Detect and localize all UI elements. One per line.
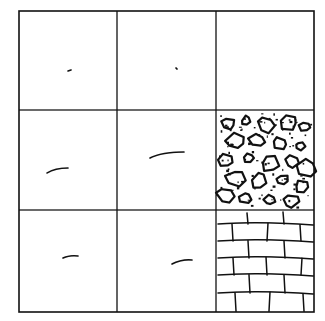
stone-speck: [261, 113, 263, 114]
stone-speck: [302, 181, 304, 183]
stone-speck: [288, 195, 290, 196]
stone-speck: [228, 160, 229, 162]
stone-speck: [256, 160, 258, 161]
cell-1-2-mark: [176, 68, 177, 69]
stone-speck: [296, 122, 297, 123]
stone-speck: [241, 181, 243, 183]
stone-speck: [243, 118, 246, 119]
stone-speck: [263, 142, 265, 144]
stone-speck: [225, 125, 227, 127]
stone-speck: [238, 181, 239, 183]
stone-speck: [261, 162, 264, 164]
stone-speck: [228, 152, 230, 154]
stone-speck: [271, 133, 273, 135]
stone-speck: [238, 171, 239, 173]
stone-speck: [293, 126, 294, 128]
stone-speck: [254, 127, 256, 128]
stone-speck: [231, 144, 233, 146]
stone-speck: [307, 195, 308, 196]
stone-speck: [310, 124, 312, 126]
stone-speck: [273, 113, 275, 115]
stone-speck: [288, 200, 290, 202]
stone-speck: [292, 145, 294, 146]
stone-speck: [289, 119, 291, 120]
stone-speck: [226, 170, 229, 172]
stone-speck: [275, 124, 277, 126]
stone-speck: [252, 183, 254, 184]
stone-speck: [281, 122, 284, 123]
stone-speck: [282, 169, 283, 171]
stone-speck: [276, 136, 278, 138]
stone-speck: [268, 163, 270, 165]
stone-speck: [280, 199, 281, 200]
stone-speck: [241, 129, 242, 130]
stone-speck: [221, 130, 223, 133]
stone-speck: [227, 142, 229, 144]
stone-speck: [293, 188, 295, 190]
stone-speck: [273, 186, 276, 188]
stone-speck: [244, 159, 246, 160]
stone-speck: [296, 207, 299, 209]
stone-speck: [247, 202, 249, 203]
stone-speck: [291, 137, 293, 139]
stone-texture: [216, 111, 316, 209]
stone-speck: [289, 133, 291, 135]
stone-speck: [252, 175, 254, 177]
stone-speck: [272, 199, 273, 201]
stone-speck: [276, 119, 278, 121]
stone-speck: [270, 190, 272, 191]
stone-speck: [254, 187, 255, 189]
stone-speck: [300, 176, 302, 177]
stone-speck: [265, 163, 267, 165]
stone-speck: [303, 163, 305, 165]
stone-speck: [230, 130, 232, 131]
stone-speck: [290, 121, 293, 123]
stone-speck: [260, 121, 263, 123]
stone-speck: [286, 179, 289, 180]
stone-speck: [239, 127, 242, 128]
stone-speck: [294, 184, 297, 186]
stone-speck: [302, 178, 305, 180]
stone-speck: [289, 146, 291, 147]
stone-speck: [264, 122, 265, 124]
stone-speck: [251, 205, 254, 207]
stone-speck: [269, 118, 271, 119]
stone-speck: [261, 194, 262, 196]
stone-speck: [259, 198, 261, 200]
stone-speck: [252, 151, 254, 153]
stone-speck: [242, 136, 243, 138]
stone-speck: [227, 155, 229, 156]
stone-speck: [237, 187, 239, 189]
stone-speck: [272, 169, 274, 171]
stone-speck: [222, 160, 224, 162]
stone-speck: [248, 143, 251, 146]
stone-speck: [272, 173, 274, 175]
stone-speck: [267, 135, 268, 138]
cell-1-1-mark: [68, 70, 71, 71]
stone-speck: [282, 180, 283, 181]
stone-speck: [248, 200, 251, 201]
stone-speck: [228, 173, 231, 176]
stone-speck: [305, 135, 307, 137]
stone-speck: [282, 130, 283, 131]
stone-speck: [227, 146, 228, 147]
stone-speck: [219, 155, 221, 157]
stone-speck: [231, 190, 233, 191]
stone-speck: [258, 134, 261, 136]
stone-speck: [221, 187, 223, 189]
stone-speck: [220, 115, 222, 117]
stone-speck: [295, 120, 297, 121]
